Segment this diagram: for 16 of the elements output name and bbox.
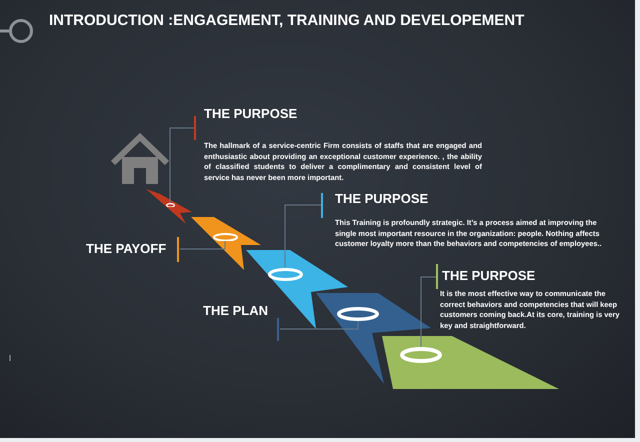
leader-line [170,128,194,204]
ring-marker [337,307,379,321]
ring-marker [268,268,302,280]
leader-line [284,204,322,268]
ring-marker [166,202,174,208]
ring-marker [212,232,238,242]
section-heading: THE PLAN [203,303,268,319]
section-heading: THE PURPOSE [335,191,428,207]
leader-line [420,276,436,348]
section-heading: THE PURPOSE [442,268,536,284]
section-heading: THE PAYOFF [86,241,166,257]
leader-line [180,240,226,250]
ring-marker [400,347,442,363]
leader-line [280,320,358,330]
slide-title: INTRODUCTION :ENGAGEMENT, TRAINING AND DEVELOPEMENT [49,12,524,30]
section-heading: THE PURPOSE [204,106,298,122]
